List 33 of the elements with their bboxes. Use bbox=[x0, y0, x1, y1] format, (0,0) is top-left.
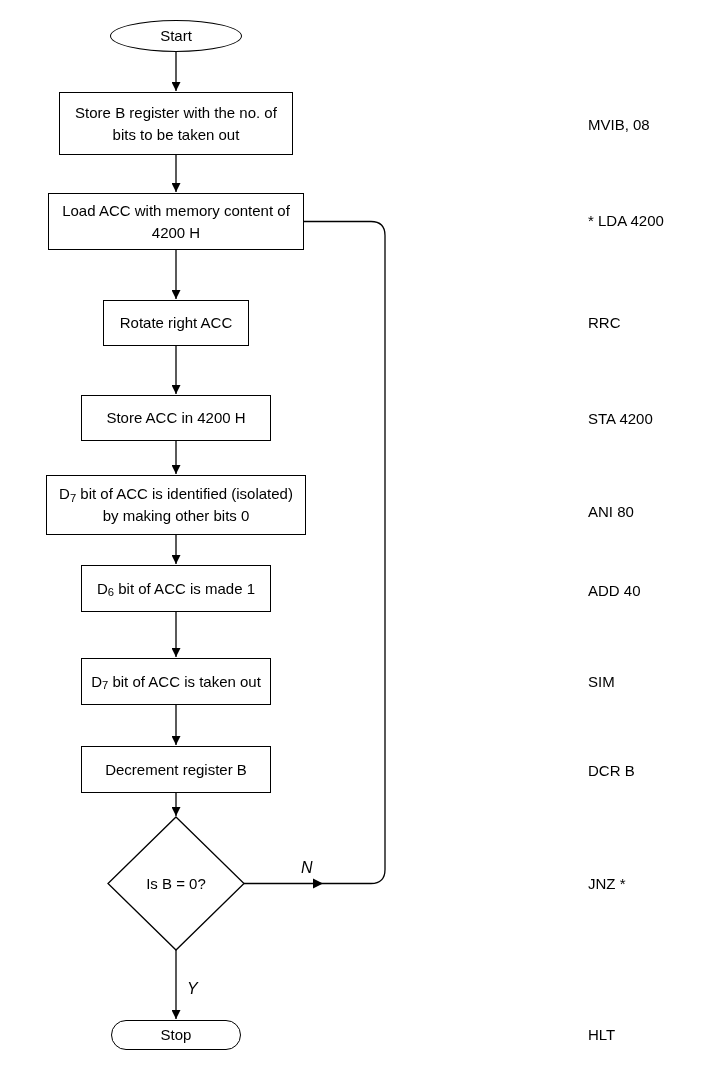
edge-label: N bbox=[300, 859, 314, 876]
instruction-label: * LDA 4200 bbox=[588, 211, 664, 231]
terminal-oval: Start bbox=[110, 20, 242, 52]
instruction-label: HLT bbox=[588, 1025, 616, 1045]
edge-label: Y bbox=[186, 981, 199, 997]
arrow bbox=[171, 51, 181, 92]
process-box: Rotate right ACC bbox=[103, 300, 249, 346]
instruction-label: ANI 80 bbox=[588, 502, 634, 522]
arrow bbox=[171, 949, 181, 1020]
instruction-label: DCR B bbox=[588, 761, 635, 781]
process-box: Load ACC with memory content of 4200 H bbox=[48, 193, 304, 250]
process-box: D$_{6}$ bit of ACC is made 1 bbox=[81, 565, 271, 612]
process-box: D$_{7}$ bit of ACC is taken out bbox=[81, 658, 271, 705]
arrow bbox=[171, 534, 181, 565]
arrow bbox=[171, 345, 181, 395]
arrow bbox=[171, 440, 181, 475]
instruction-label: SIM bbox=[588, 672, 615, 692]
arrow bbox=[171, 249, 181, 300]
arrow bbox=[171, 792, 181, 817]
instruction-label: ADD 40 bbox=[588, 581, 641, 601]
process-box: D$_{7}$ bit of ACC is identified (isolated) by making other bits 0 bbox=[46, 475, 306, 535]
arrow bbox=[171, 154, 181, 193]
arrow bbox=[171, 704, 181, 746]
decision-text: Is B = 0? bbox=[144, 847, 208, 920]
arrow bbox=[243, 220, 386, 889]
instruction-label: RRC bbox=[588, 313, 621, 333]
process-box: Store ACC in 4200 H bbox=[81, 395, 271, 441]
process-box: Decrement register B bbox=[81, 746, 271, 793]
arrow bbox=[171, 611, 181, 658]
instruction-label: JNZ * bbox=[588, 874, 626, 894]
instruction-label: MVIB, 08 bbox=[588, 115, 650, 135]
instruction-label: STA 4200 bbox=[588, 409, 653, 429]
process-box: Store B register with the no. of bits to be taken out bbox=[59, 92, 293, 155]
